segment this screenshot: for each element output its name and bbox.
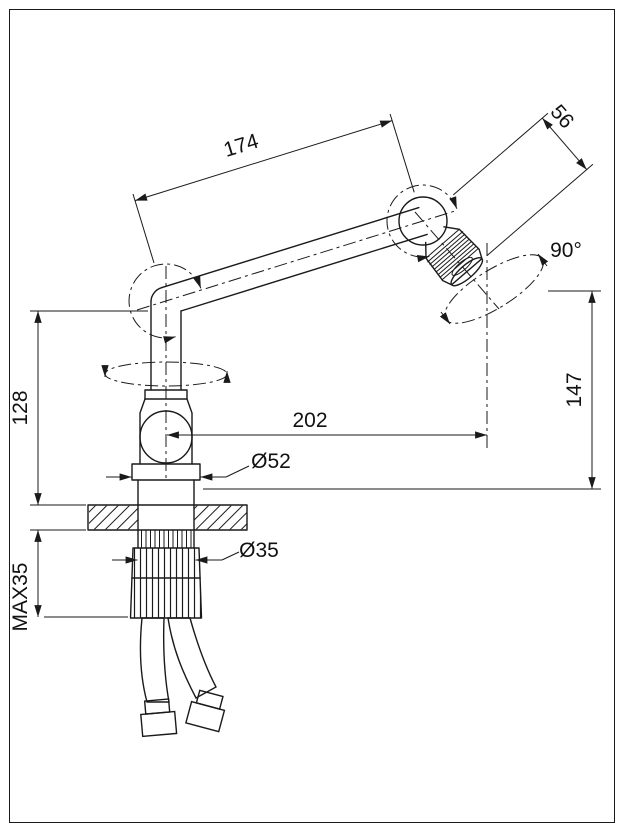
dim-label-shank-diameter: Ø35 xyxy=(239,539,279,562)
drawing-border-frame xyxy=(9,9,615,823)
dim-label-max-deck-thickness: MAX35 xyxy=(9,563,32,632)
rotation-indicators xyxy=(101,184,549,387)
left-hose-fitting xyxy=(140,698,178,738)
dimension-base-diameter: Ø52 xyxy=(106,450,291,481)
dimension-outlet-height: 147 xyxy=(203,290,601,490)
spout-arm xyxy=(150,206,428,391)
mounting-nut xyxy=(130,548,202,618)
dimension-reach: 202 xyxy=(167,409,487,439)
dim-label-body-height: 128 xyxy=(9,390,32,425)
dimension-body-height: 128 xyxy=(9,310,148,506)
faucet-body xyxy=(131,389,201,506)
left-hose xyxy=(139,617,170,703)
dimension-max-deck-thickness: MAX35 xyxy=(9,529,128,632)
dimension-spout-length: 174 xyxy=(132,113,415,264)
threaded-shank xyxy=(139,530,193,548)
dim-label-base-diameter: Ø52 xyxy=(251,450,291,473)
mounting-hardware xyxy=(129,529,203,619)
base-flange xyxy=(131,463,201,481)
dim-label-reach: 202 xyxy=(292,409,327,432)
dim-label-outlet-height: 147 xyxy=(563,372,586,407)
dim-label-spout-length: 174 xyxy=(221,130,262,162)
spray-head xyxy=(425,226,484,287)
base-skirt xyxy=(137,479,195,506)
dim-label-swivel-angle: 90° xyxy=(550,239,582,262)
right-hose xyxy=(167,617,217,699)
dimension-shank-diameter: Ø35 xyxy=(112,539,279,564)
mounting-deck xyxy=(87,504,248,531)
dimension-head-length: 56 xyxy=(452,100,594,257)
supply-hoses xyxy=(139,617,226,738)
elbow-rotation-arc xyxy=(128,263,202,344)
ball-rotation-arc xyxy=(386,184,458,263)
right-hose-fitting xyxy=(185,689,226,733)
